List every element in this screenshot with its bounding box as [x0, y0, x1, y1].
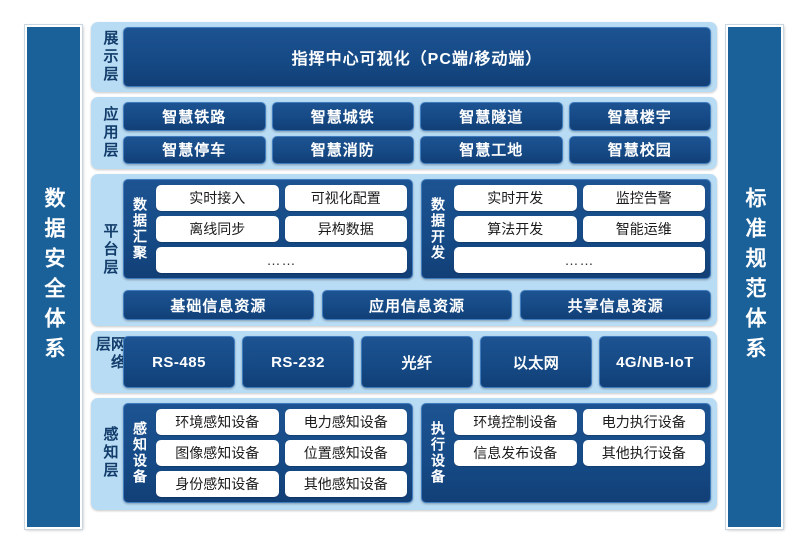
cell-environment-control-device[interactable]: 环境控制设备	[454, 409, 577, 435]
layer-application-label: 应用层	[101, 106, 119, 160]
sensing-group-2-cells: 环境控制设备 电力执行设备 信息发布设备 其他执行设备	[454, 409, 705, 497]
network-item-ethernet[interactable]: 以太网	[480, 336, 592, 388]
sensing-group-sensing-devices: 感知设备 环境感知设备 电力感知设备 图像感知设备 位置感知设备	[123, 403, 413, 503]
sensing-group-2-row-1: 环境控制设备 电力执行设备	[454, 409, 705, 435]
cell-power-actuator-device[interactable]: 电力执行设备	[582, 409, 705, 435]
sensing-group-2-row-2: 信息发布设备 其他执行设备	[454, 440, 705, 466]
app-block-smart-construction-site[interactable]: 智慧工地	[420, 135, 563, 164]
left-pillar-label: 数据安全体系	[42, 187, 65, 367]
network-item-fiber[interactable]: 光纤	[361, 336, 473, 388]
layer-sensing: 感知层 感知设备 环境感知设备 电力感知设备 图像感知设备 位置感知设备	[91, 398, 717, 510]
app-block-smart-metro[interactable]: 智慧城铁	[271, 102, 414, 131]
platform-groups: 数据汇聚 实时接入 可视化配置 离线同步 异构数据 ……	[123, 179, 711, 279]
cell-realtime-ingest[interactable]: 实时接入	[156, 185, 279, 211]
block-command-center-visualization[interactable]: 指挥中心可视化（PC端/移动端）	[123, 27, 711, 87]
application-row-1: 智慧铁路 智慧城铁 智慧隧道 智慧楼宇	[123, 102, 711, 131]
resource-shared-information[interactable]: 共享信息资源	[520, 290, 712, 320]
platform-group-1-row-1: 实时接入 可视化配置	[156, 185, 407, 211]
network-item-4g-nbiot[interactable]: 4G/NB-IoT	[599, 336, 711, 388]
platform-group-data-aggregation: 数据汇聚 实时接入 可视化配置 离线同步 异构数据 ……	[123, 179, 413, 279]
cell-intelligent-ops[interactable]: 智能运维	[582, 216, 705, 242]
cell-realtime-development[interactable]: 实时开发	[454, 185, 577, 211]
cell-power-sensing-device[interactable]: 电力感知设备	[284, 409, 407, 435]
sensing-group-1-title: 感知设备	[132, 421, 148, 485]
platform-group-2-row-2: 算法开发 智能运维	[454, 216, 705, 242]
resource-application-information[interactable]: 应用信息资源	[321, 290, 513, 320]
cell-visual-config[interactable]: 可视化配置	[284, 185, 407, 211]
platform-group-2-cells: 实时开发 监控告警 算法开发 智能运维 ……	[454, 185, 705, 273]
cell-identity-sensing-device[interactable]: 身份感知设备	[156, 471, 279, 497]
cell-environment-sensing-device[interactable]: 环境感知设备	[156, 409, 279, 435]
layer-presentation-label: 展示层	[101, 30, 119, 84]
layer-application-body: 智慧铁路 智慧城铁 智慧隧道 智慧楼宇 智慧停车 智慧消防 智慧工地 智慧校园	[123, 102, 711, 164]
cell-more-ellipsis-development[interactable]: ……	[454, 247, 705, 273]
left-pillar-data-security: 数据安全体系	[25, 25, 82, 529]
cell-image-sensing-device[interactable]: 图像感知设备	[156, 440, 279, 466]
network-items: RS-485 RS-232 光纤 以太网 4G/NB-IoT	[123, 336, 711, 388]
layer-presentation-body: 指挥中心可视化（PC端/移动端）	[123, 27, 711, 87]
cell-more-ellipsis-aggregation[interactable]: ……	[156, 247, 407, 273]
cell-algorithm-development[interactable]: 算法开发	[454, 216, 577, 242]
layer-application: 应用层 智慧铁路 智慧城铁 智慧隧道 智慧楼宇 智慧停车 智慧消防 智慧工地 智…	[91, 97, 717, 169]
sensing-groups: 感知设备 环境感知设备 电力感知设备 图像感知设备 位置感知设备	[123, 403, 711, 503]
app-block-smart-campus[interactable]: 智慧校园	[568, 135, 711, 164]
cell-location-sensing-device[interactable]: 位置感知设备	[284, 440, 407, 466]
app-block-smart-firefighting[interactable]: 智慧消防	[271, 135, 414, 164]
platform-group-1-row-2: 离线同步 异构数据	[156, 216, 407, 242]
resource-basic-information[interactable]: 基础信息资源	[123, 290, 314, 320]
cell-monitoring-alarm[interactable]: 监控告警	[582, 185, 705, 211]
layer-network: 网络层 RS-485 RS-232 光纤 以太网 4G/NB-IoT	[91, 331, 717, 393]
platform-resources: 基础信息资源 应用信息资源 共享信息资源	[123, 290, 712, 320]
network-item-rs232[interactable]: RS-232	[242, 336, 354, 388]
platform-group-1-row-3: ……	[156, 247, 407, 273]
sensing-group-2-title: 执行设备	[430, 421, 446, 485]
sensing-group-1-row-1: 环境感知设备 电力感知设备	[156, 409, 407, 435]
layer-network-label: 网络层	[94, 336, 126, 372]
app-block-smart-parking[interactable]: 智慧停车	[123, 135, 266, 164]
cell-information-release-device[interactable]: 信息发布设备	[454, 440, 577, 466]
platform-group-2-row-1: 实时开发 监控告警	[454, 185, 705, 211]
right-pillar-standard-specification: 标准规范体系	[726, 25, 783, 529]
app-block-smart-tunnel[interactable]: 智慧隧道	[420, 102, 563, 131]
app-block-smart-building[interactable]: 智慧楼宇	[568, 102, 711, 131]
layer-network-body: RS-485 RS-232 光纤 以太网 4G/NB-IoT	[123, 336, 711, 388]
cell-offline-sync[interactable]: 离线同步	[156, 216, 279, 242]
platform-group-data-development: 数据开发 实时开发 监控告警 算法开发 智能运维 ……	[421, 179, 711, 279]
cell-other-sensing-device[interactable]: 其他感知设备	[284, 471, 407, 497]
cell-heterogeneous-data[interactable]: 异构数据	[284, 216, 407, 242]
platform-group-1-title: 数据汇聚	[132, 197, 148, 261]
layer-platform-label: 平台层	[101, 222, 119, 277]
platform-group-2-title: 数据开发	[430, 197, 446, 261]
platform-group-1-cells: 实时接入 可视化配置 离线同步 异构数据 ……	[156, 185, 407, 273]
sensing-group-actuator-devices: 执行设备 环境控制设备 电力执行设备 信息发布设备 其他执行设备	[421, 403, 711, 503]
right-pillar-label: 标准规范体系	[743, 187, 766, 367]
layer-sensing-body: 感知设备 环境感知设备 电力感知设备 图像感知设备 位置感知设备	[123, 403, 711, 503]
network-item-rs485[interactable]: RS-485	[123, 336, 235, 388]
sensing-group-1-cells: 环境感知设备 电力感知设备 图像感知设备 位置感知设备 身份感知设备 其他感知设…	[156, 409, 407, 497]
layer-platform-body: 数据汇聚 实时接入 可视化配置 离线同步 异构数据 ……	[123, 179, 712, 320]
layer-sensing-label: 感知层	[101, 426, 119, 480]
cell-other-actuator-device[interactable]: 其他执行设备	[582, 440, 705, 466]
layer-stack: 展示层 指挥中心可视化（PC端/移动端） 应用层 智慧铁路 智慧城铁 智慧隧道 …	[91, 22, 717, 532]
platform-group-2-row-3: ……	[454, 247, 705, 273]
app-block-smart-railway[interactable]: 智慧铁路	[123, 102, 266, 131]
sensing-group-1-row-2: 图像感知设备 位置感知设备	[156, 440, 407, 466]
layer-platform: 平台层 数据汇聚 实时接入 可视化配置 离线同步 异构数据	[91, 174, 717, 326]
sensing-group-1-row-3: 身份感知设备 其他感知设备	[156, 471, 407, 497]
layer-presentation: 展示层 指挥中心可视化（PC端/移动端）	[91, 22, 717, 92]
application-row-2: 智慧停车 智慧消防 智慧工地 智慧校园	[123, 135, 711, 164]
